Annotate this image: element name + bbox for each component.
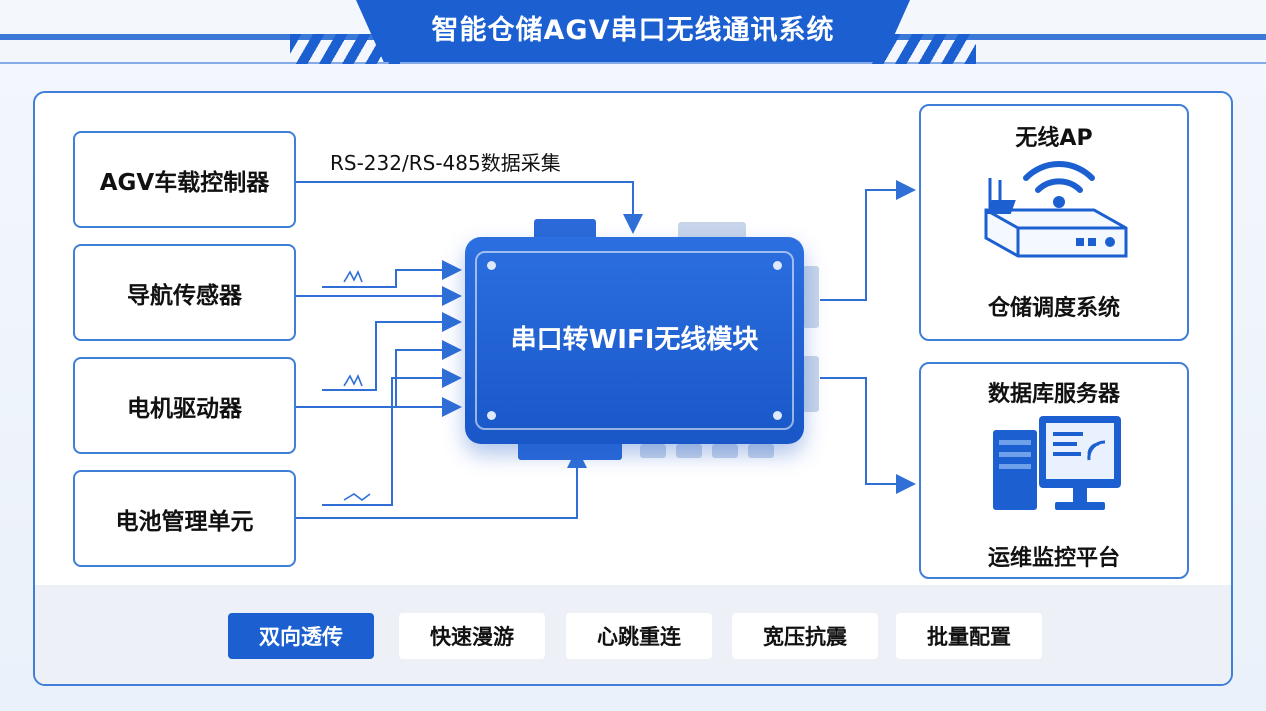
input-motor-driver: 电机驱动器	[73, 357, 296, 454]
screw-icon	[487, 261, 496, 270]
module-inner-frame	[475, 251, 794, 430]
header-line	[0, 62, 1266, 64]
screw-icon	[487, 411, 496, 420]
server-title: 数据库服务器	[987, 382, 1120, 407]
battery-line-1	[322, 368, 462, 506]
module-port-right-1	[803, 266, 819, 328]
output-database-server: 数据库服务器 运维监控平台	[919, 362, 1189, 579]
module-port-top-left	[534, 219, 596, 241]
module-label: 串口转WIFI无线模块	[510, 325, 759, 355]
battery-line-2	[296, 448, 587, 519]
module-led-2	[676, 444, 702, 458]
server-arrow	[820, 377, 916, 494]
wifi-router-icon	[984, 161, 1128, 258]
screw-icon	[773, 261, 782, 270]
feature-batch-config-button[interactable]: 批量配置	[896, 613, 1042, 659]
motor-line-1	[322, 312, 462, 391]
module-port-bottom	[518, 440, 622, 460]
ap-arrow	[820, 180, 916, 301]
module-port-right-2	[803, 356, 819, 412]
bus-caption: RS-232/RS-485数据采集	[330, 151, 561, 175]
motor-line-3	[395, 340, 462, 407]
title-tab	[356, 0, 910, 62]
bus-arrow-top	[296, 181, 643, 234]
module-led-4	[748, 444, 774, 458]
signal-wave-icon	[343, 270, 371, 501]
server-computer-icon	[993, 416, 1121, 510]
feature-wide-voltage-button[interactable]: 宽压抗震	[732, 613, 878, 659]
module-led-1	[640, 444, 666, 458]
ap-title: 无线AP	[1015, 126, 1093, 151]
ap-subtitle: 仓储调度系统	[987, 296, 1120, 321]
module-port-top-right	[678, 222, 746, 240]
feature-heartbeat-button[interactable]: 心跳重连	[566, 613, 712, 659]
page-title: 智能仓储AGV串口无线通讯系统	[431, 15, 835, 46]
server-subtitle: 运维监控平台	[987, 546, 1120, 571]
screw-icon	[773, 411, 782, 420]
output-wireless-ap: 无线AP 仓储调度系统	[919, 104, 1189, 341]
input-nav-sensor: 导航传感器	[73, 244, 296, 341]
nav-line-1	[322, 260, 462, 288]
input-agv-controller: AGV车载控制器	[73, 131, 296, 228]
feature-fast-roaming-button[interactable]: 快速漫游	[399, 613, 545, 659]
wifi-module: 串口转WIFI无线模块	[465, 237, 804, 444]
feature-bidirectional-button[interactable]: 双向透传	[228, 613, 374, 659]
module-led-3	[712, 444, 738, 458]
input-battery-unit: 电池管理单元	[73, 470, 296, 567]
